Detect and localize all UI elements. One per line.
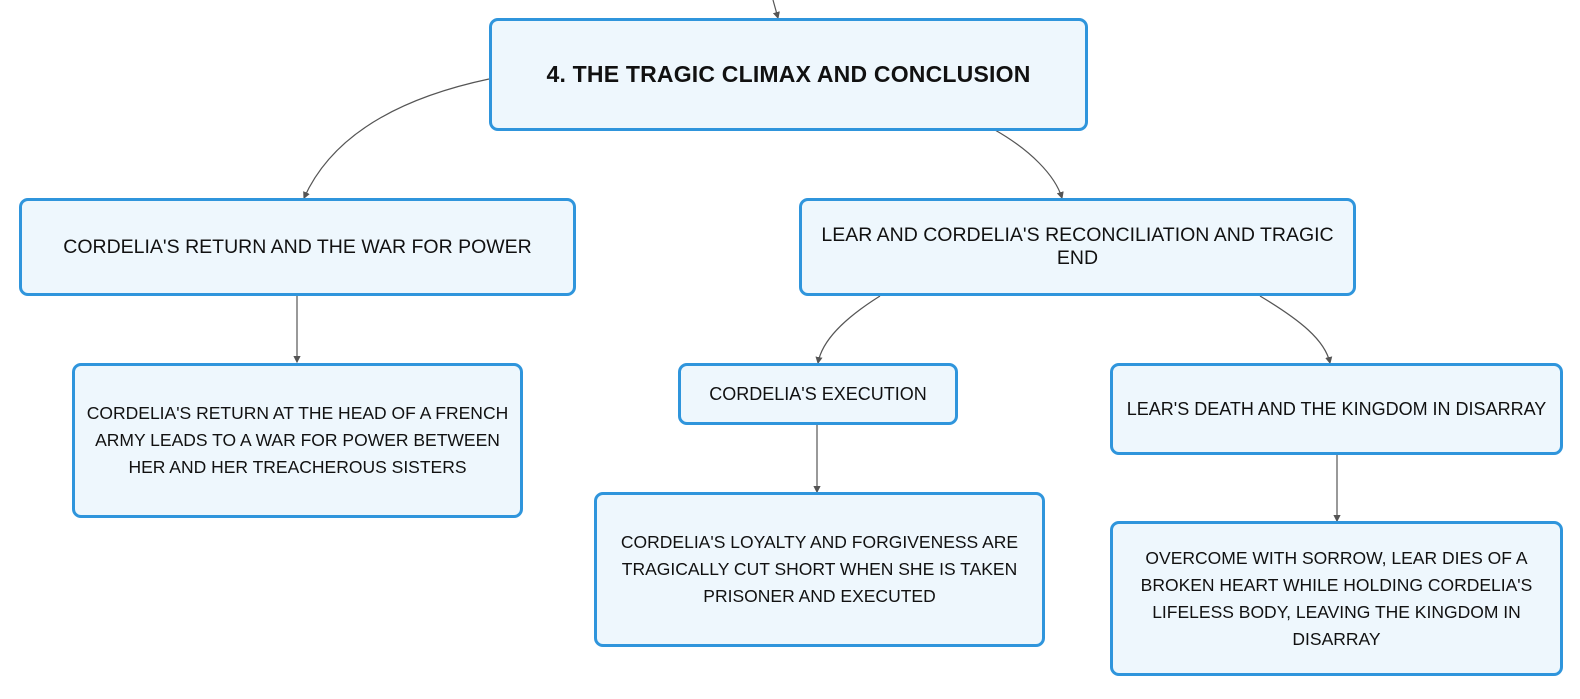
subtopic-lear-death-label: LEAR'S DEATH AND THE KINGDOM IN DISARRAY — [1126, 398, 1547, 419]
detail-lear-death-label: OVERCOME WITH SORROW, LEAR DIES OF A BRO… — [1140, 547, 1533, 649]
branch-cordelia-return-label: CORDELIA'S RETURN AND THE WAR FOR POWER — [63, 235, 532, 258]
connector-root-to-branch-2 — [994, 129, 1064, 200]
branch-cordelia-return-node[interactable]: CORDELIA'S RETURN AND THE WAR FOR POWER — [19, 198, 576, 296]
subtopic-cordelia-execution-label: CORDELIA'S EXECUTION — [709, 383, 927, 404]
root-topic-node[interactable]: 4. THE TRAGIC CLIMAX AND CONCLUSION — [489, 18, 1088, 131]
connector-from-parent — [772, 0, 780, 20]
branch-reconciliation-label: LEAR AND CORDELIA'S RECONCILIATION AND T… — [821, 224, 1334, 269]
connector-root-to-branch-1 — [303, 78, 490, 200]
connector-branch-2-to-execution — [815, 295, 881, 365]
detail-war-for-power-node[interactable]: CORDELIA'S RETURN AT THE HEAD OF A FRENC… — [72, 363, 523, 518]
connector-branch-2-to-death — [1259, 295, 1333, 365]
subtopic-lear-death-node[interactable]: LEAR'S DEATH AND THE KINGDOM IN DISARRAY — [1110, 363, 1563, 455]
root-topic-label: 4. THE TRAGIC CLIMAX AND CONCLUSION — [546, 61, 1031, 87]
detail-lear-death-node[interactable]: OVERCOME WITH SORROW, LEAR DIES OF A BRO… — [1110, 521, 1563, 676]
detail-execution-label: CORDELIA'S LOYALTY AND FORGIVENESS ARE T… — [620, 532, 1019, 606]
detail-execution-node[interactable]: CORDELIA'S LOYALTY AND FORGIVENESS ARE T… — [594, 492, 1045, 647]
detail-war-for-power-label: CORDELIA'S RETURN AT THE HEAD OF A FRENC… — [86, 403, 509, 477]
branch-reconciliation-node[interactable]: LEAR AND CORDELIA'S RECONCILIATION AND T… — [799, 198, 1356, 296]
subtopic-cordelia-execution-node[interactable]: CORDELIA'S EXECUTION — [678, 363, 958, 425]
